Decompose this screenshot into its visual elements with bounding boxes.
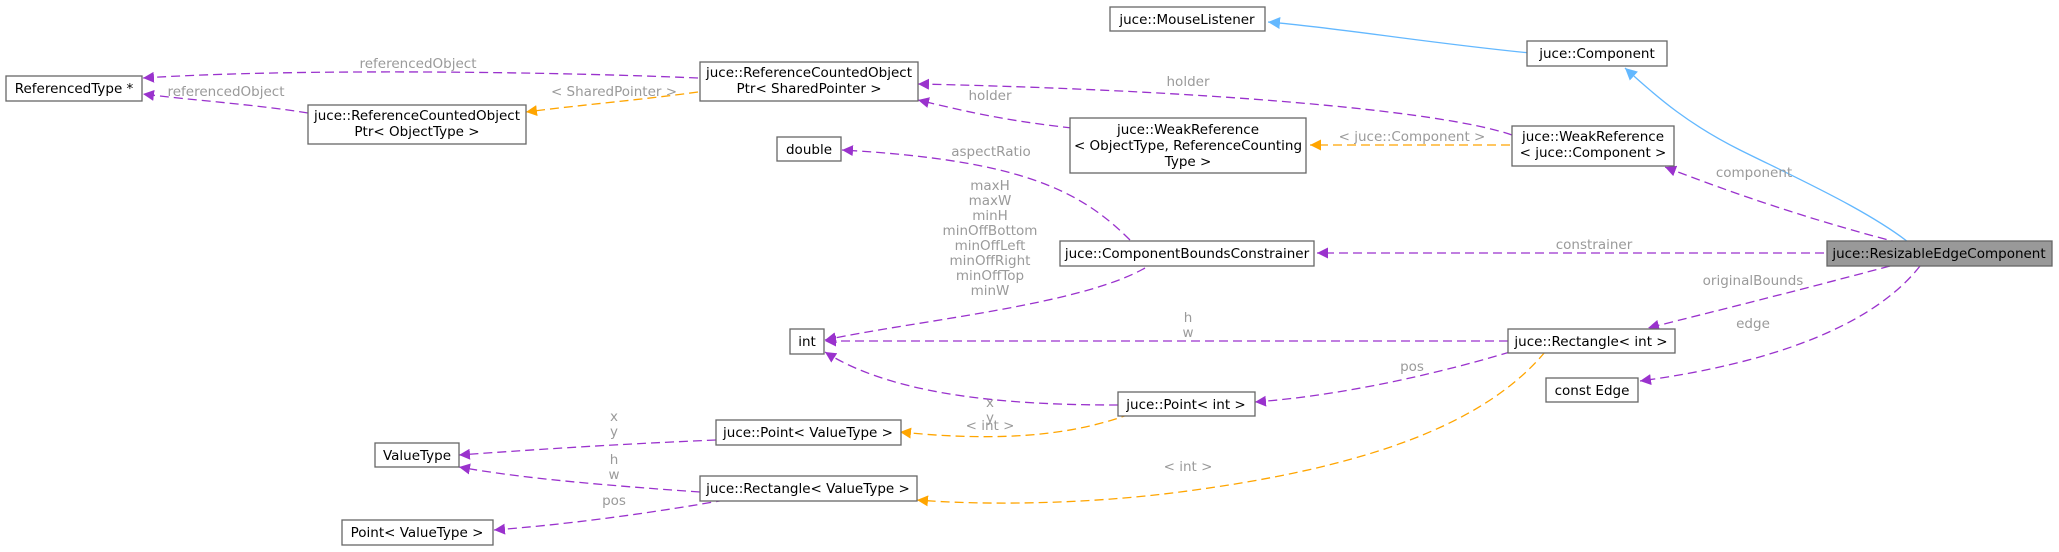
label-int-template-rect: < int > <box>1164 459 1213 475</box>
label-referencedobject-bottom: referencedObject <box>168 84 285 100</box>
svg-text:ReferencedType *: ReferencedType * <box>15 81 134 97</box>
node-point-int[interactable]: juce::Point< int > <box>1117 391 1256 417</box>
label-valuetype-w: w <box>608 467 619 483</box>
node-point-valuetype-plain[interactable]: Point< ValueType > <box>341 519 494 546</box>
label-holder-left: holder <box>969 88 1012 104</box>
node-double[interactable]: double <box>776 136 842 162</box>
label-valuetype-x: x <box>610 409 618 425</box>
edge-holder-right <box>917 78 1513 136</box>
label-rect-h: h <box>1184 310 1193 326</box>
label-int-template-point: < int > <box>966 418 1015 434</box>
label-component: component <box>1716 165 1792 181</box>
edge-valuetype-xy <box>458 439 717 460</box>
label-maxw: maxW <box>969 193 1012 209</box>
edge-pos-point <box>1254 351 1511 407</box>
label-point-y: y <box>986 410 994 426</box>
svg-text:juce::ComponentBoundsConstrain: juce::ComponentBoundsConstrainer <box>1064 246 1310 262</box>
svg-text:Point< ValueType >: Point< ValueType > <box>351 525 484 541</box>
node-referencedtype[interactable]: ReferencedType * <box>5 75 143 102</box>
label-holder-right: holder <box>1167 74 1210 90</box>
label-minw: minW <box>971 283 1010 299</box>
node-weakref-generic[interactable]: juce::WeakReference < ObjectType, Refere… <box>1069 117 1307 174</box>
label-constrainer: constrainer <box>1556 237 1633 253</box>
node-point-valuetype[interactable]: juce::Point< ValueType > <box>715 419 902 446</box>
edge-referencedobject-top <box>142 71 699 83</box>
svg-text:juce::WeakReference: juce::WeakReference <box>1521 129 1664 145</box>
svg-text:juce::Component: juce::Component <box>1538 46 1655 62</box>
node-int[interactable]: int <box>789 328 825 355</box>
node-refcounted-sharedpointer[interactable]: juce::ReferenceCountedObject Ptr< Shared… <box>699 61 919 102</box>
edge-int-template-point <box>899 413 1131 439</box>
edge-valuetype-hw <box>458 463 701 493</box>
label-minoffright: minOffRight <box>950 253 1031 269</box>
svg-text:juce::Point< ValueType >: juce::Point< ValueType > <box>722 425 893 441</box>
edge-component-to-mouselistener <box>1267 17 1531 54</box>
svg-text:int: int <box>798 334 816 350</box>
svg-text:< ObjectType, ReferenceCountin: < ObjectType, ReferenceCounting <box>1074 138 1302 154</box>
node-rectangle-valuetype[interactable]: juce::Rectangle< ValueType > <box>699 475 918 502</box>
label-int-members: maxH maxW minH minOffBottom minOffLeft m… <box>943 178 1038 299</box>
svg-text:Ptr< SharedPointer >: Ptr< SharedPointer > <box>736 81 881 97</box>
edge-pos-valuetype <box>493 499 726 535</box>
label-minofftop: minOffTop <box>956 268 1024 284</box>
label-juce-component: < juce::Component > <box>1339 129 1486 145</box>
edge-int-members <box>824 267 1146 344</box>
svg-text:juce::ReferenceCountedObject: juce::ReferenceCountedObject <box>705 65 912 81</box>
edge-int-template-rect <box>916 351 1546 507</box>
edge-aspectratio <box>841 145 1131 241</box>
label-point-x: x <box>986 395 994 411</box>
node-rectangle-int[interactable]: juce::Rectangle< int > <box>1507 328 1676 354</box>
edge-sharedpointer-template <box>525 91 699 117</box>
edge-resizable-to-component <box>1624 67 1921 253</box>
svg-text:juce::WeakReference: juce::WeakReference <box>1116 122 1259 138</box>
svg-text:juce::ResizableEdgeComponent: juce::ResizableEdgeComponent <box>1831 246 2045 262</box>
node-const-edge[interactable]: const Edge <box>1545 377 1639 403</box>
node-resizable-edge-component[interactable]: juce::ResizableEdgeComponent <box>1826 240 2053 267</box>
node-mouselistener[interactable]: juce::MouseListener <box>1109 6 1266 32</box>
label-pos-point: pos <box>1400 359 1424 375</box>
svg-text:juce::MouseListener: juce::MouseListener <box>1118 12 1255 28</box>
edge-edge <box>1639 265 1921 385</box>
edge-point-xy <box>824 351 1119 406</box>
svg-text:Type >: Type > <box>1164 154 1212 170</box>
edge-referencedobject-bottom <box>142 89 309 114</box>
svg-text:< juce::Component >: < juce::Component > <box>1520 145 1667 161</box>
label-valuetype-h: h <box>610 452 619 468</box>
svg-text:ValueType: ValueType <box>383 448 451 464</box>
label-minoffleft: minOffLeft <box>955 238 1026 254</box>
svg-text:const Edge: const Edge <box>1555 383 1630 399</box>
label-minh: minH <box>972 208 1008 224</box>
node-component[interactable]: juce::Component <box>1526 40 1668 67</box>
svg-text:Ptr< ObjectType >: Ptr< ObjectType > <box>354 124 479 140</box>
label-referencedobject-top: referencedObject <box>360 56 477 72</box>
label-maxh: maxH <box>970 178 1010 194</box>
svg-text:juce::Rectangle< ValueType >: juce::Rectangle< ValueType > <box>705 481 910 497</box>
edge-originalbounds <box>1647 265 1891 331</box>
label-minoffbottom: minOffBottom <box>943 223 1038 239</box>
node-refcounted-objecttype[interactable]: juce::ReferenceCountedObject Ptr< Object… <box>307 104 527 145</box>
label-edge: edge <box>1736 316 1770 332</box>
node-weakref-component[interactable]: juce::WeakReference < juce::Component > <box>1511 125 1675 167</box>
label-rect-w: w <box>1182 325 1193 341</box>
edge-component <box>1664 165 1901 244</box>
label-pos-valuetype: pos <box>602 493 626 509</box>
svg-text:double: double <box>786 142 832 158</box>
edge-holder-left <box>917 97 1073 129</box>
label-valuetype-y: y <box>610 424 618 440</box>
node-valuetype[interactable]: ValueType <box>374 442 460 468</box>
label-aspectratio: aspectRatio <box>951 144 1031 160</box>
label-originalbounds: originalBounds <box>1703 273 1804 289</box>
label-sharedpointer: < SharedPointer > <box>551 84 677 100</box>
svg-text:juce::Rectangle< int >: juce::Rectangle< int > <box>1513 334 1667 350</box>
svg-text:juce::ReferenceCountedObject: juce::ReferenceCountedObject <box>313 108 520 124</box>
node-constrainer[interactable]: juce::ComponentBoundsConstrainer <box>1059 240 1315 267</box>
svg-text:juce::Point< int >: juce::Point< int > <box>1125 397 1245 413</box>
